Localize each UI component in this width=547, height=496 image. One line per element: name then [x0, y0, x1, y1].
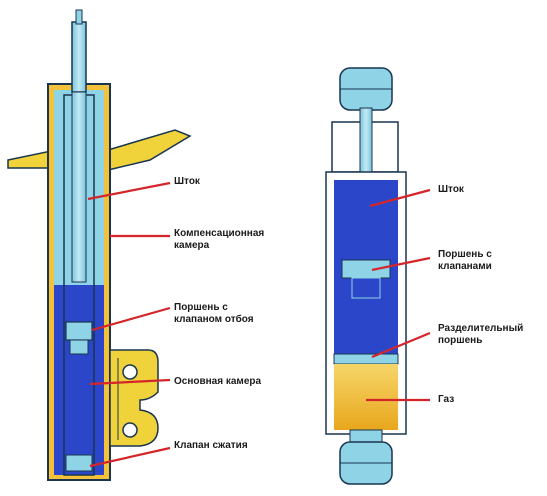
label-separator-piston-line1: Разделительный	[438, 323, 524, 334]
rod-top	[71, 21, 87, 93]
label-compensation-chamber-line1: Компенсационная	[174, 228, 265, 239]
label-gas: Газ	[438, 394, 455, 405]
mounting-bracket	[109, 349, 159, 447]
left-strut	[7, 9, 192, 481]
label-rebound-piston-line1: Поршень с	[174, 302, 228, 313]
label-separator-piston-line2: поршень	[438, 335, 483, 346]
piston-with-valves	[341, 259, 391, 279]
oil-lower	[54, 285, 104, 475]
label-rod: Шток	[174, 176, 200, 187]
label-main-chamber: Основная камера	[174, 376, 262, 387]
separator-piston	[333, 353, 399, 365]
label-compensation-chamber-line2: камера	[174, 240, 210, 251]
label-right-piston-line1: Поршень с	[438, 249, 492, 260]
right-shock	[325, 67, 407, 485]
arrow-right-piston	[371, 256, 431, 272]
label-right-piston-line2: клапанами	[438, 261, 492, 272]
pointer-arrows	[87, 181, 431, 468]
arrow-right-rod	[369, 188, 431, 208]
arrow-main-chamber	[89, 378, 171, 386]
compression-valve	[65, 454, 93, 472]
gas-chamber	[334, 364, 398, 430]
rebound-piston	[65, 321, 93, 341]
label-rebound-piston-line2: клапаном отбоя	[174, 314, 254, 325]
label-compression-valve: Клапан сжатия	[174, 440, 248, 451]
arrow-rebound-piston	[91, 306, 171, 332]
rod	[71, 91, 87, 283]
arrow-compression-valve	[89, 446, 171, 468]
arrow-rod	[87, 181, 171, 201]
arrow-separator	[371, 331, 431, 359]
label-right-rod: Шток	[438, 184, 464, 195]
